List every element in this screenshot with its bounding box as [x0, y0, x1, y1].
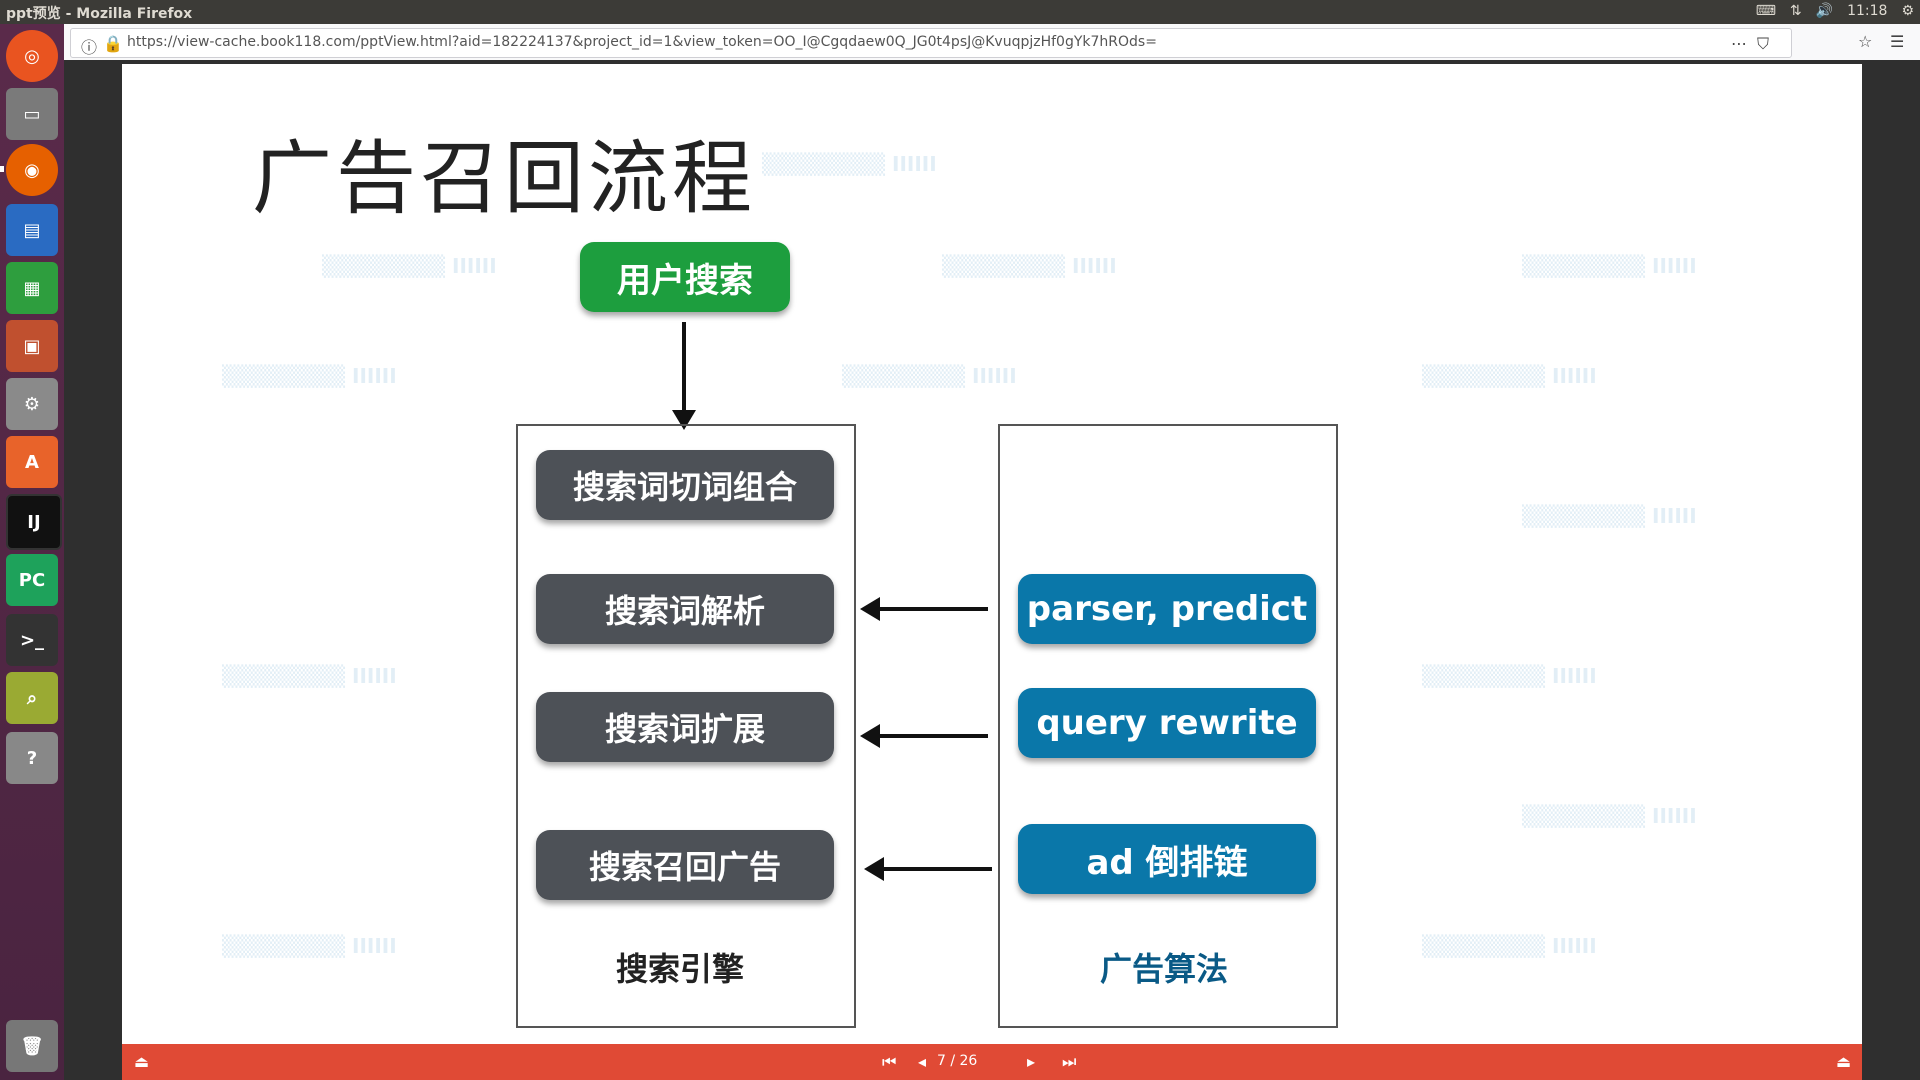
watermark: ▒▒▒▒▒▒▒▒ IIIIII: [842, 364, 1017, 388]
slide-title: 广告召回流程: [252, 132, 756, 225]
settings-icon[interactable]: ⚙: [6, 378, 58, 430]
gear-icon[interactable]: ⚙: [1901, 3, 1914, 19]
watermark: ▒▒▒▒▒▒▒▒ IIIIII: [1522, 254, 1697, 278]
left-arrow: [860, 597, 988, 621]
engine-step: 搜索召回广告: [536, 830, 834, 900]
system-tray: ⌨ ⇅ 🔊 11:18 ⚙: [1756, 3, 1914, 19]
ubuntu-icon[interactable]: ◎: [6, 30, 58, 82]
left-arrow: [860, 724, 988, 748]
search-engine-frame: [516, 424, 856, 1028]
terminal-icon[interactable]: >_: [6, 614, 58, 666]
keyboard-icon[interactable]: ⌨: [1755, 3, 1776, 19]
engine-step: 搜索词切词组合: [536, 450, 834, 520]
watermark: ▒▒▒▒▒▒▒▒ IIIIII: [1522, 804, 1697, 828]
last-page-icon[interactable]: ⏭: [1062, 1052, 1077, 1071]
watermark: ▒▒▒▒▒▒▒▒ IIIIII: [1422, 664, 1597, 688]
next-page-icon[interactable]: ▸: [1027, 1052, 1036, 1071]
window-title: ppt预览 - Mozilla Firefox: [6, 6, 193, 22]
intellij-icon[interactable]: IJ: [6, 494, 62, 550]
firefox-icon[interactable]: ◉: [6, 144, 58, 196]
page-actions-icon[interactable]: ⋯: [1731, 34, 1747, 53]
writer-icon[interactable]: ▤: [6, 204, 58, 256]
viewer-toolbar: ⏏ ⏮ ◂ 7 / 26 ▸ ⏭ ⏏: [122, 1044, 1862, 1080]
info-icon[interactable]: ⓘ: [81, 38, 98, 57]
bookmark-star-icon[interactable]: ☆: [1858, 32, 1873, 51]
algo-step: query rewrite: [1018, 688, 1316, 758]
watermark: ▒▒▒▒▒▒▒▒ IIIIII: [1522, 504, 1697, 528]
files-icon[interactable]: ▭: [6, 88, 58, 140]
watermark: ▒▒▒▒▒▒▒▒ IIIIII: [762, 152, 937, 176]
watermark: ▒▒▒▒▒▒▒▒ IIIIII: [1422, 364, 1597, 388]
trash-icon[interactable]: 🗑: [6, 1020, 58, 1072]
impress-icon[interactable]: ▣: [6, 320, 58, 372]
ad-algorithm-frame: [998, 424, 1338, 1028]
engine-step: 搜索词扩展: [536, 692, 834, 762]
lock-icon[interactable]: 🔒: [103, 34, 123, 53]
down-arrow: [672, 322, 696, 430]
slide: ▒▒▒▒▒▒▒▒ IIIIII ▒▒▒▒▒▒▒▒ IIIIII ▒▒▒▒▒▒▒▒…: [122, 64, 1862, 1044]
top-panel: ppt预览 - Mozilla Firefox ⌨ ⇅ 🔊 11:18 ⚙: [0, 0, 1920, 24]
user-search-box: 用户搜索: [580, 242, 790, 312]
watermark: ▒▒▒▒▒▒▒▒ IIIIII: [322, 254, 497, 278]
network-icon[interactable]: ⇅: [1789, 3, 1802, 19]
clock[interactable]: 11:18: [1847, 3, 1888, 19]
algo-step: ad 倒排链: [1018, 824, 1316, 894]
algo-step: parser, predict: [1018, 574, 1316, 644]
watermark: ▒▒▒▒▒▒▒▒ IIIIII: [222, 664, 397, 688]
help-icon[interactable]: ?: [6, 732, 58, 784]
watermark: ▒▒▒▒▒▒▒▒ IIIIII: [222, 364, 397, 388]
prev-page-icon[interactable]: ◂: [918, 1052, 927, 1071]
algo-label: 广告算法: [1100, 950, 1229, 988]
engine-step: 搜索词解析: [536, 574, 834, 644]
engine-label: 搜索引擎: [616, 950, 745, 988]
pycharm-icon[interactable]: PC: [6, 554, 58, 606]
browser-toolbar: ⓘ 🔒 https://view-cache.book118.com/pptVi…: [64, 24, 1920, 61]
eject-icon[interactable]: ⏏: [134, 1052, 150, 1071]
calc-icon[interactable]: ▦: [6, 262, 58, 314]
launcher: ◎ ▭ ◉ ▤ ▦ ▣ ⚙ A IJ PC >_ ⌕ ? 🗑: [0, 24, 64, 1080]
pocket-icon[interactable]: ⛉: [1757, 34, 1770, 53]
left-arrow: [864, 857, 992, 881]
watermark: ▒▒▒▒▒▒▒▒ IIIIII: [942, 254, 1117, 278]
first-page-icon[interactable]: ⏮: [882, 1052, 897, 1071]
menu-icon[interactable]: ☰: [1890, 32, 1905, 51]
page-indicator: 7 / 26: [937, 1053, 978, 1069]
eject-icon[interactable]: ⏏: [1836, 1052, 1852, 1071]
running-indicator: [0, 166, 4, 172]
watermark: ▒▒▒▒▒▒▒▒ IIIIII: [222, 934, 397, 958]
image-viewer-icon[interactable]: ⌕: [6, 672, 58, 724]
url-text[interactable]: https://view-cache.book118.com/pptView.h…: [127, 34, 1157, 50]
url-bar[interactable]: ⓘ 🔒 https://view-cache.book118.com/pptVi…: [70, 28, 1792, 58]
volume-icon[interactable]: 🔊: [1815, 3, 1834, 19]
document-viewer: ▒▒▒▒▒▒▒▒ IIIIII ▒▒▒▒▒▒▒▒ IIIIII ▒▒▒▒▒▒▒▒…: [64, 60, 1920, 1080]
software-center-icon[interactable]: A: [6, 436, 58, 488]
watermark: ▒▒▒▒▒▒▒▒ IIIIII: [1422, 934, 1597, 958]
